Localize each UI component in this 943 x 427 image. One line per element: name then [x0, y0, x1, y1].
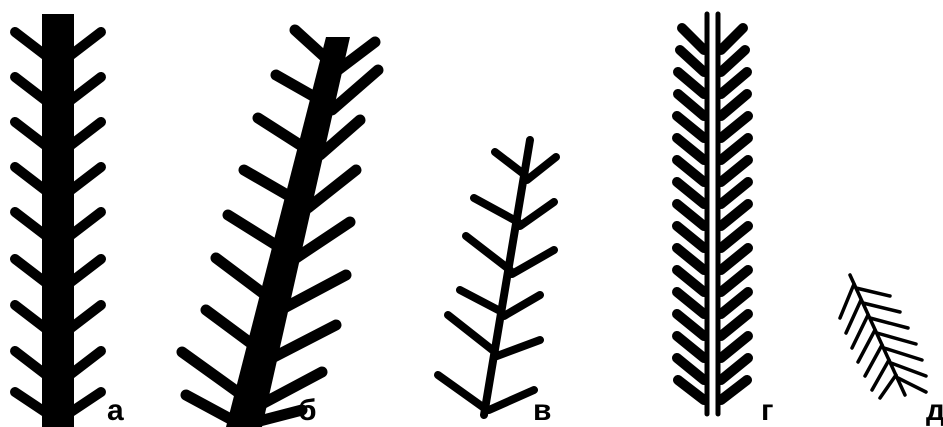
panel-v-branch-pattern: [434, 136, 560, 419]
panel-label-a: а: [107, 394, 124, 427]
panel-d-side-branch: [844, 298, 902, 335]
panel-label-d: д: [926, 394, 943, 427]
panel-b-side-branch: [270, 64, 384, 116]
panel-b-side-branch: [200, 304, 342, 364]
panel-label-v: в: [533, 394, 552, 427]
panel-d-side-branch: [870, 358, 928, 392]
panel-g-side-branch: [672, 133, 753, 165]
panel-d-branch-pattern: [838, 273, 928, 400]
panel-g-side-branch: [672, 353, 753, 385]
panel-g-side-branch: [672, 155, 753, 187]
panel-g-side-branch: [672, 221, 753, 253]
panel-d-side-branch: [856, 328, 918, 364]
panel-v-side-branch: [491, 148, 560, 184]
panel-g-side-branch: [673, 375, 752, 405]
panel-a-side-branch: [10, 207, 106, 240]
panel-g-side-branch: [672, 199, 753, 231]
panel-a-side-branch: [10, 254, 106, 287]
panel-g-side-branch: [672, 265, 753, 297]
panel-g-side-branch: [672, 309, 753, 341]
panel-g-side-branch: [672, 243, 753, 275]
panel-a-side-branch: [10, 346, 106, 379]
panel-d-side-branch: [850, 313, 910, 350]
panel-b-branch-pattern: [176, 24, 384, 427]
panel-b-side-branch: [289, 24, 381, 76]
panel-g-side-branch: [672, 331, 753, 363]
panel-v-side-branch: [434, 371, 538, 414]
panel-d-side-branch: [863, 343, 924, 378]
panel-a-side-branch: [10, 27, 106, 60]
panel-v-side-branch: [456, 286, 544, 320]
panel-b-side-branch: [176, 346, 328, 411]
panel-g-side-branch: [672, 177, 753, 209]
panel-b-side-branch: [180, 389, 308, 427]
panel-g-side-branch: [672, 111, 753, 143]
panel-a-side-branch: [10, 387, 106, 417]
panel-g-side-branch: [675, 45, 750, 77]
panel-a-trunk: [42, 14, 74, 427]
panel-a-side-branch: [10, 300, 106, 333]
panel-label-b: б: [298, 394, 317, 427]
panel-g-side-branch: [673, 67, 752, 99]
panel-b-side-branch: [252, 112, 366, 161]
panel-a-side-branch: [10, 162, 106, 195]
panel-a-side-branch: [10, 72, 106, 105]
panel-d-side-branch: [878, 373, 928, 400]
panel-d-side-branch: [838, 282, 892, 320]
panel-v-trunk: [480, 136, 534, 419]
panel-b-side-branch: [238, 164, 362, 214]
panel-a-side-branch: [10, 117, 106, 150]
panel-v-side-branch: [462, 232, 558, 278]
panel-b-side-branch: [222, 209, 356, 264]
panel-g-branch-pattern: [672, 11, 753, 417]
panel-g-side-branch: [672, 287, 753, 319]
panel-v-side-branch: [470, 194, 558, 230]
panel-b-trunk: [226, 37, 350, 427]
panel-g-side-branch: [673, 89, 752, 121]
panel-g-side-branch: [677, 23, 748, 55]
panel-v-side-branch: [444, 311, 544, 360]
panel-b-side-branch: [210, 252, 352, 314]
panel-a-branch-pattern: [10, 14, 106, 427]
panel-label-g: г: [761, 394, 774, 427]
